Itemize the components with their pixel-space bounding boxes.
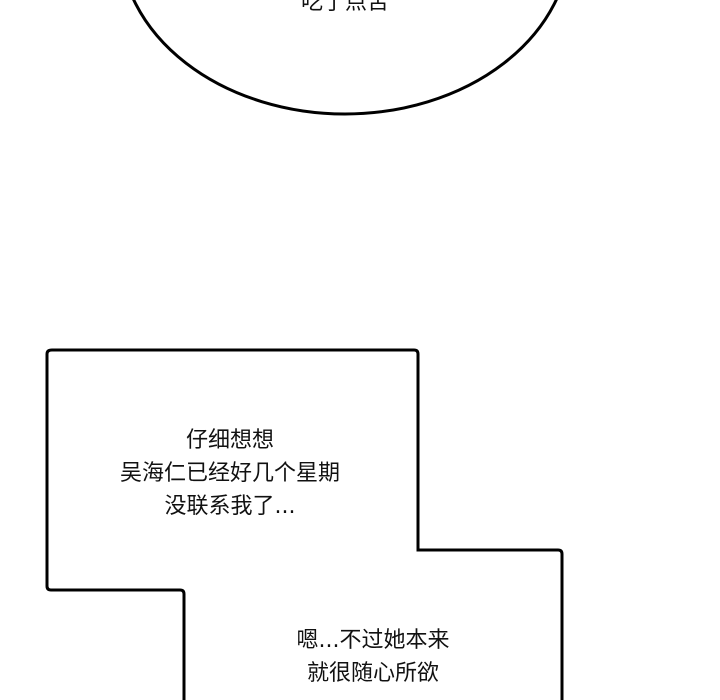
main-bubble-line: 仔细想想 bbox=[185, 428, 274, 453]
main-bubble-text: 仔细想想 吴海仁已经好几个星期 没联系我了... bbox=[80, 424, 380, 523]
second-bubble-text: 嗯...不过她本来 就很随心所欲 bbox=[223, 624, 523, 690]
oval-speech-bubble bbox=[132, 0, 558, 116]
box-speech-bubble bbox=[45, 348, 564, 700]
main-bubble-line: 吴海仁已经好几个星期 bbox=[119, 461, 340, 486]
second-bubble-line: 就很随心所欲 bbox=[306, 661, 439, 686]
main-bubble-line: 没联系我了... bbox=[164, 494, 296, 519]
second-bubble-line: 嗯...不过她本来 bbox=[296, 628, 450, 653]
top-bubble-text: 吃了点苦 bbox=[300, 0, 389, 15]
